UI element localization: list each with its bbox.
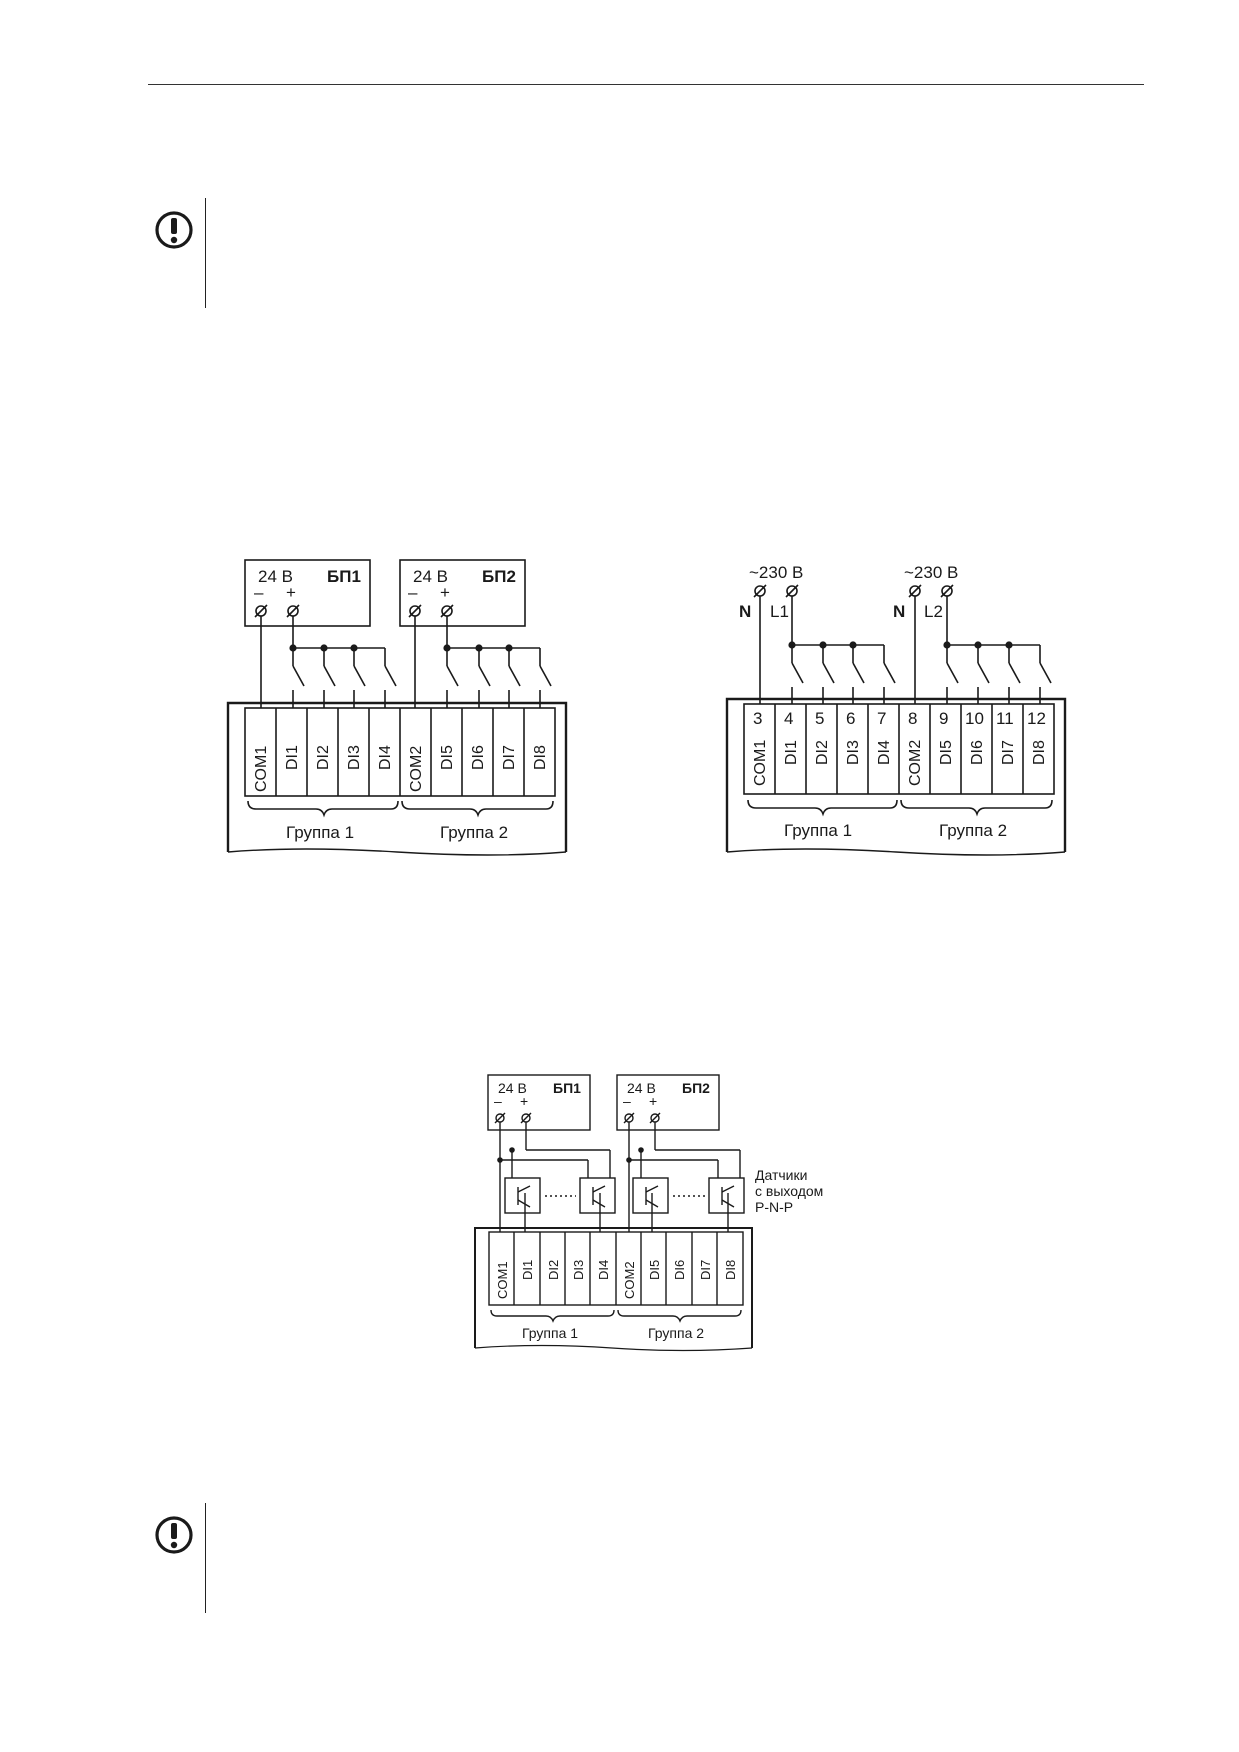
psu-screw-terminals [254, 604, 454, 618]
psu2-plus: + [440, 583, 450, 602]
psu2-minus: – [408, 583, 418, 602]
warning-note-top [150, 198, 210, 308]
terminal-label: DI4 [377, 745, 394, 770]
terminal-label: DI5 [439, 745, 456, 770]
exclamation-circle-icon [155, 1516, 193, 1554]
terminal-label: DI8 [532, 745, 549, 770]
warning-bar [205, 198, 206, 308]
device-outline [226, 701, 568, 852]
psu1-name: БП1 [327, 567, 361, 586]
terminal-label: DI1 [284, 745, 301, 770]
header-rule [148, 84, 1144, 85]
psu1-plus: + [286, 583, 296, 602]
terminal-label: DI3 [346, 745, 363, 770]
psu1-minus: – [254, 583, 264, 602]
exclamation-circle-icon [155, 211, 193, 249]
psu2-name: БП2 [482, 567, 516, 586]
terminal-label: COM1 [253, 746, 270, 792]
group-label: Группа 1 [286, 823, 354, 842]
terminal-label: DI6 [470, 745, 487, 770]
group-label: Группа 2 [440, 823, 508, 842]
psu1-box [244, 559, 371, 627]
wiring [260, 616, 540, 708]
warning-note-bottom [150, 1503, 210, 1613]
switches [292, 648, 552, 708]
psu2-voltage: 24 В [413, 567, 448, 586]
terminal-label: DI2 [315, 745, 332, 770]
terminal-block [244, 707, 556, 797]
device-break-line [227, 848, 567, 856]
group-braces [247, 800, 554, 818]
terminal-label: COM2 [408, 746, 425, 792]
warning-bar [205, 1503, 206, 1613]
terminal-label: DI7 [501, 745, 518, 770]
psu1-voltage: 24 В [258, 567, 293, 586]
psu2-box [399, 559, 526, 627]
